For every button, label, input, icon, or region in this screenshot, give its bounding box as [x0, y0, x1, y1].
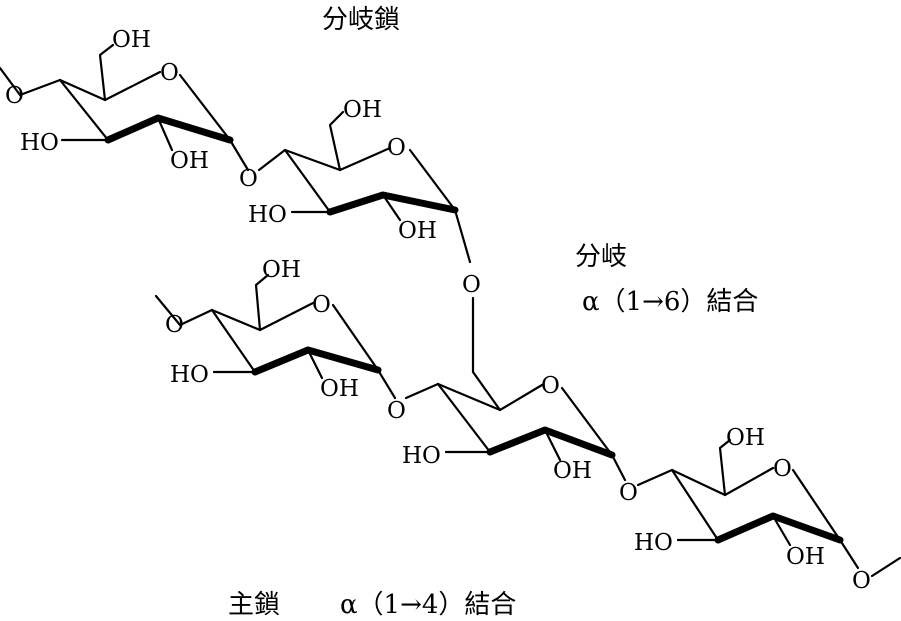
ring5-oh6: OH — [726, 425, 765, 451]
ring3-ho3: HO — [170, 362, 209, 388]
ring5-ho3: HO — [634, 530, 673, 556]
ring4-glycosidic-o: O — [619, 480, 638, 506]
glucose-ring-4 — [404, 382, 627, 482]
ring2-oh2: OH — [398, 218, 437, 244]
ring3-ring-o: O — [312, 292, 331, 318]
ring5-oh2: OH — [786, 544, 825, 570]
ring3-o4: O — [165, 312, 184, 338]
ring4-ring-o: O — [541, 373, 560, 399]
ring5-ring-o: O — [773, 456, 792, 482]
glucose-ring-3 — [154, 273, 397, 400]
ring1-ring-o: O — [160, 60, 179, 86]
ring1-ho3: HO — [20, 130, 59, 156]
ring5-glycosidic-o: O — [852, 568, 871, 594]
ring4-oh2: OH — [553, 458, 592, 484]
ring1-glycosidic-o: O — [239, 166, 258, 192]
ring1-oh2: OH — [170, 148, 209, 174]
main-link-label: α（1→4）結合 — [340, 590, 516, 620]
main-chain-label: 主鎖 — [228, 590, 280, 620]
glucose-ring-1 — [0, 43, 250, 172]
ring1-o4: O — [5, 83, 24, 109]
ring2-ring-o: O — [387, 135, 406, 161]
branch-link-label-line1: 分岐 — [575, 242, 627, 272]
branch-glycosidic-o: O — [462, 272, 481, 298]
branch-chain-label: 分岐鎖 — [322, 5, 400, 35]
branch-link-label-line2: α（1→6）結合 — [582, 287, 758, 317]
ring4-ho3: HO — [402, 443, 441, 469]
ring3-glycosidic-o: O — [387, 398, 406, 424]
ring3-oh6: OH — [262, 257, 301, 283]
ring3-oh2: OH — [320, 376, 359, 402]
ring1-oh6: OH — [112, 27, 151, 53]
branch-bond — [471, 296, 502, 412]
glucose-ring-2 — [257, 110, 472, 264]
ring2-oh6: OH — [343, 97, 382, 123]
glucose-ring-5 — [636, 438, 901, 578]
ring2-ho3: HO — [248, 202, 287, 228]
